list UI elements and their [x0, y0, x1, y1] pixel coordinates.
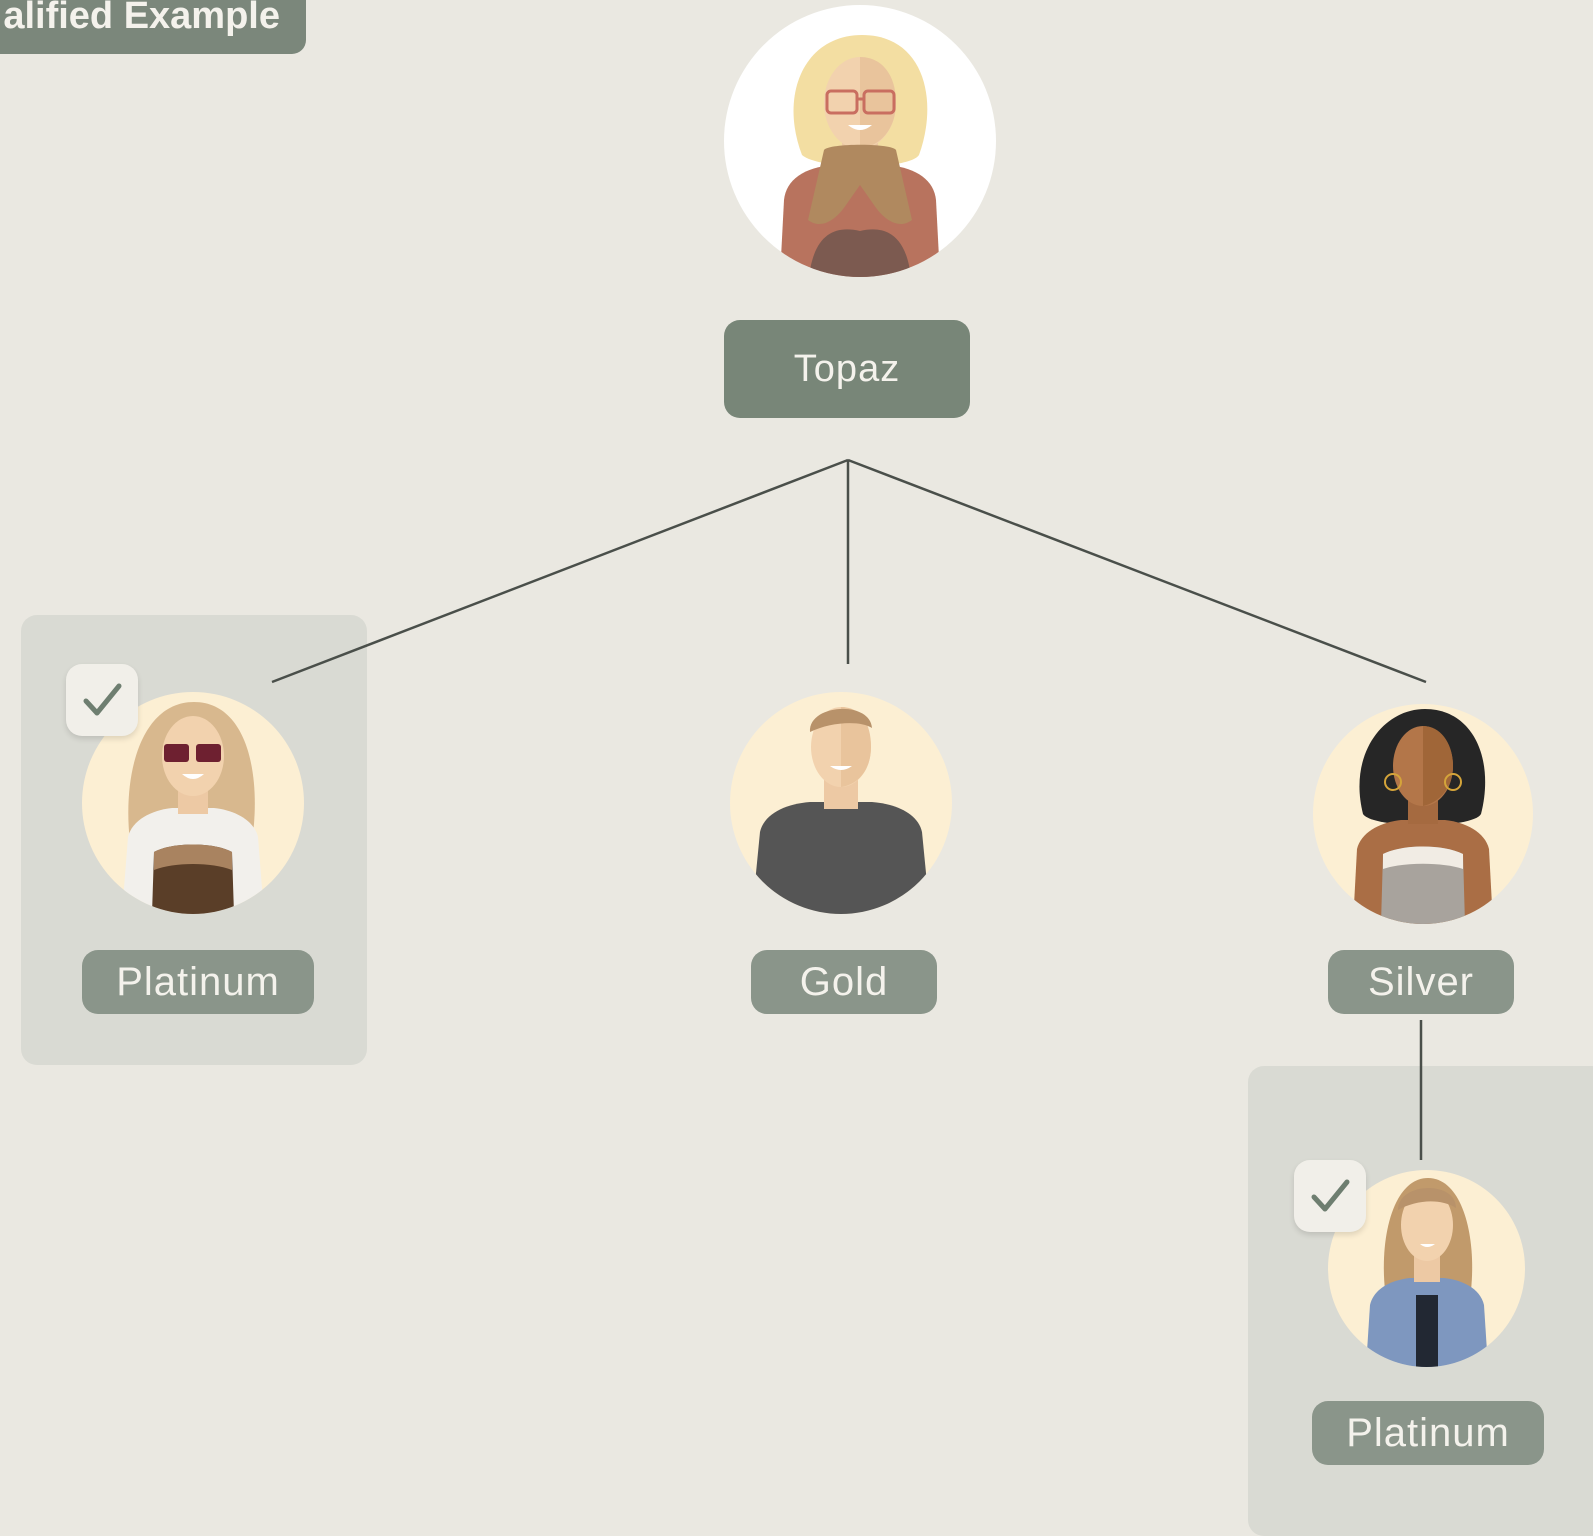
root-label-text: Topaz	[793, 347, 901, 390]
avatar-curly-dark-woman-icon	[1313, 704, 1533, 924]
child-label-text-silver: Silver	[1367, 959, 1475, 1004]
avatar-topaz	[724, 5, 996, 277]
child-label-text-platinum: Platinum	[116, 959, 280, 1004]
child-label-gold: Gold	[751, 950, 937, 1014]
avatar-gold	[730, 692, 952, 914]
connector-topaz-silver	[847, 458, 1427, 684]
grandchild-label-platinum: Platinum	[1312, 1401, 1544, 1465]
root-label-topaz: Topaz	[724, 320, 970, 418]
check-icon	[83, 683, 122, 716]
connector-topaz-platinum	[271, 458, 849, 684]
avatar-curly-blonde-woman-icon	[724, 5, 996, 277]
title-tag: alified Example	[0, 0, 306, 54]
check-icon	[1311, 1179, 1350, 1212]
child-label-platinum: Platinum	[82, 950, 314, 1014]
child-label-text-gold: Gold	[799, 959, 889, 1004]
child-label-silver: Silver	[1328, 950, 1514, 1014]
qualified-check-grandchild	[1294, 1160, 1366, 1232]
title-tag-text: alified Example	[3, 0, 280, 37]
avatar-man-dark-shirt-icon	[730, 692, 952, 914]
qualified-check-platinum	[66, 664, 138, 736]
grandchild-label-text: Platinum	[1346, 1410, 1510, 1455]
avatar-silver	[1313, 704, 1533, 924]
